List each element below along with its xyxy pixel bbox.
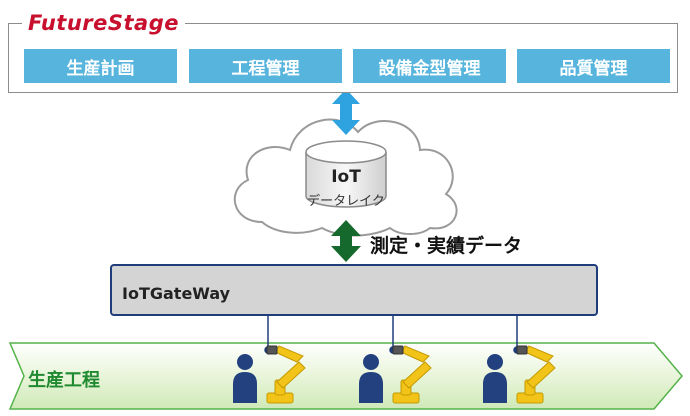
robot-arm-icon <box>392 345 432 404</box>
data-flow-label: 測定・実績データ <box>370 235 523 257</box>
data-lake-subtitle: データレイク <box>307 194 385 209</box>
database-icon <box>305 140 387 208</box>
person-icon <box>359 354 383 403</box>
module-production-planning: 生産計画 <box>24 49 177 83</box>
data-arrow-icon <box>331 220 361 262</box>
robot-arm-icon <box>516 345 556 404</box>
process-band <box>8 342 683 410</box>
person-icon <box>233 354 257 403</box>
iot-gateway-label: IoTGateWay <box>122 284 231 303</box>
sync-arrow-icon <box>332 89 360 135</box>
module-process-management: 工程管理 <box>189 49 342 83</box>
module-equipment-mold-management: 設備金型管理 <box>353 49 506 83</box>
module-quality-management: 品質管理 <box>517 49 670 83</box>
iot-gateway-box <box>110 264 598 316</box>
person-icon <box>483 354 507 403</box>
futurestage-logo: FutureStage <box>22 10 185 36</box>
robot-arm-icon <box>266 345 306 404</box>
production-process-label: 生産工程 <box>28 370 100 391</box>
data-lake-title: IoT <box>331 167 361 187</box>
